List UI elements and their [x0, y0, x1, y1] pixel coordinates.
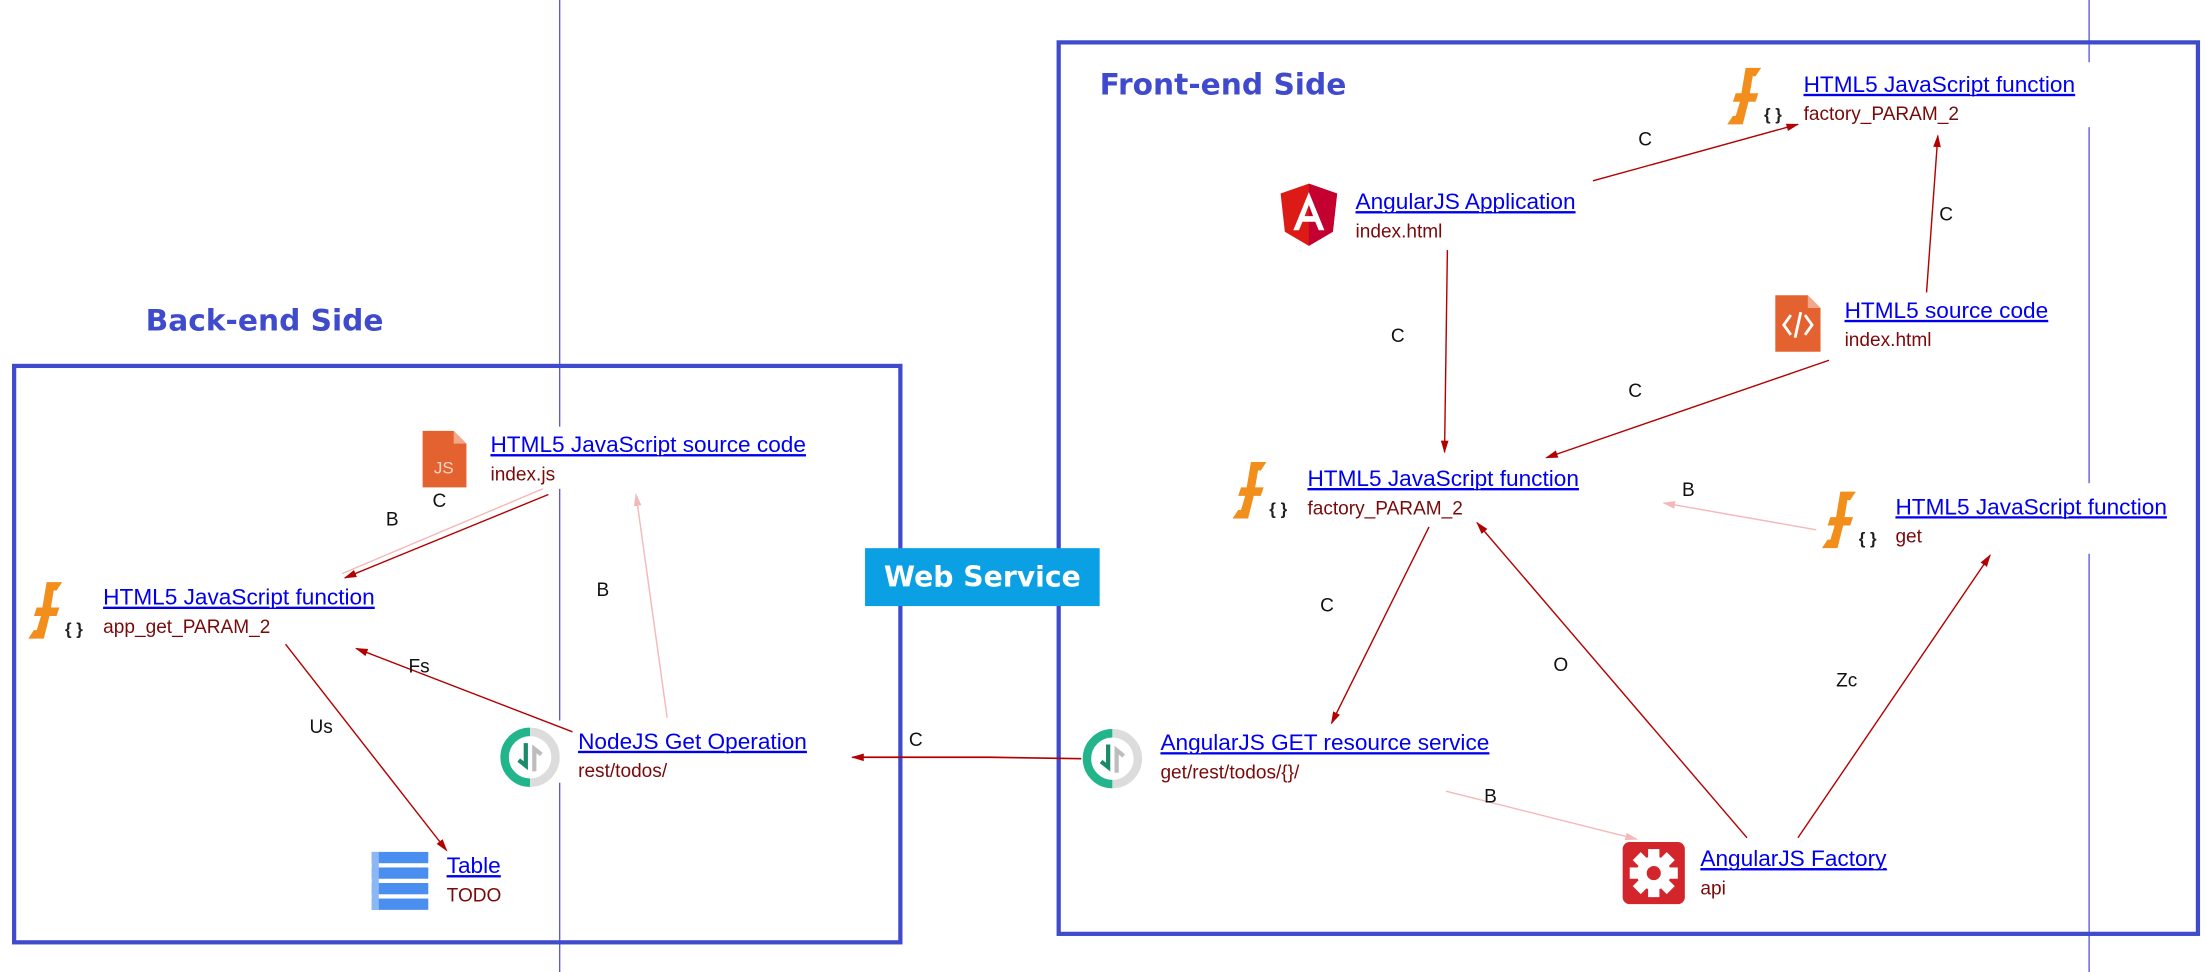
node-be-table[interactable]: Table TODO [371, 851, 502, 910]
table-icon [371, 851, 429, 910]
edge-factory-to-function-mid[interactable] [1476, 521, 1748, 839]
node-be-function[interactable]: { } HTML5 JavaScript function app_get_PA… [28, 582, 375, 639]
node-sublabel: index.js [490, 464, 555, 485]
mask [1724, 62, 2095, 128]
edge-nodejs-to-source[interactable] [633, 493, 668, 718]
edge-label: B [1682, 480, 1695, 501]
node-be-nodejs-get[interactable]: NodeJS Get Operation rest/todos/ [500, 727, 807, 787]
svg-text:{ }: { } [1859, 529, 1877, 548]
link-underlines [103, 94, 2167, 878]
edge-getresource-to-nodejs[interactable] [851, 753, 1082, 762]
js-function-icon: { } [1232, 461, 1288, 519]
edge-factory-to-function-get[interactable] [1797, 554, 1991, 839]
edge-label: C [909, 730, 923, 751]
edge-label: O [1553, 655, 1568, 676]
edge-function-mid-to-getresource[interactable] [1330, 526, 1430, 725]
node-label[interactable]: NodeJS Get Operation [578, 729, 807, 754]
node-sublabel: app_get_PARAM_2 [103, 617, 270, 638]
edge-label: Fs [408, 656, 429, 677]
svg-text:JS: JS [434, 458, 454, 477]
frontend-group-title: Front-end Side [1100, 67, 1347, 102]
node-sublabel: factory_PARAM_2 [1307, 498, 1462, 519]
node-sublabel: api [1700, 878, 1725, 899]
node-label[interactable]: HTML5 JavaScript function [1804, 72, 2076, 97]
node-fe-function-top[interactable]: { } HTML5 JavaScript function factory_PA… [1727, 67, 2076, 125]
edge-htmlsource-to-function-top[interactable] [1925, 134, 1941, 293]
edge-label: B [1484, 786, 1497, 807]
node-sublabel: get [1895, 527, 1922, 548]
edge-getresource-to-factory[interactable] [1445, 790, 1639, 841]
edge-htmlsource-to-function-mid[interactable] [1545, 359, 1830, 459]
js-function-icon: { } [28, 582, 83, 639]
node-sublabel: factory_PARAM_2 [1804, 104, 1959, 125]
node-sublabel: index.html [1356, 221, 1443, 242]
node-sublabel: TODO [447, 885, 502, 906]
node-label[interactable]: AngularJS Application [1356, 189, 1576, 214]
edge-label: C [433, 491, 447, 512]
node-label[interactable]: HTML5 JavaScript function [1895, 494, 2167, 519]
edge-label: C [1391, 326, 1405, 347]
js-function-icon: { } [1727, 67, 1782, 125]
html-file-icon [1775, 295, 1821, 352]
js-function-icon: { } [1821, 491, 1877, 549]
js-file-icon: JS [422, 430, 467, 488]
gear-icon [1622, 842, 1685, 905]
frontend-group-box [1056, 40, 2201, 936]
edge-be-source-to-function[interactable] [343, 493, 549, 579]
node-label[interactable]: HTML5 source code [1845, 298, 2049, 323]
edge-function-to-table[interactable] [284, 643, 448, 852]
node-be-source[interactable]: JS HTML5 JavaScript source code index.js [422, 430, 806, 488]
edge-label: B [596, 580, 609, 601]
node-label[interactable]: AngularJS Factory [1700, 846, 1887, 871]
edge-be-source-to-function-weak[interactable] [341, 488, 544, 575]
node-fe-function-get[interactable]: { } HTML5 JavaScript function get [1821, 491, 2167, 549]
node-fe-get-resource[interactable]: AngularJS GET resource service get/rest/… [1082, 729, 1489, 789]
edge-label: B [386, 510, 399, 531]
edge-label: Us [310, 717, 333, 738]
edge-app-to-function-top[interactable] [1592, 123, 1800, 182]
operation-icon [1082, 729, 1143, 789]
web-service-label: Web Service [884, 560, 1081, 593]
edge-label: C [1638, 130, 1652, 151]
node-label[interactable]: HTML5 JavaScript source code [490, 432, 805, 457]
operation-icon [500, 727, 560, 787]
edges: C B B Fs Us C C C C C B C O Zc B [284, 123, 1991, 852]
mask [418, 426, 832, 489]
edge-nodejs-to-function[interactable] [355, 647, 573, 733]
node-label[interactable]: Table [447, 853, 501, 878]
edge-app-to-function-mid[interactable] [1440, 250, 1449, 454]
node-fe-html-source[interactable]: HTML5 source code index.html [1775, 295, 2048, 352]
node-fe-function-mid[interactable]: { } HTML5 JavaScript function factory_PA… [1232, 461, 1579, 519]
node-fe-factory[interactable]: AngularJS Factory api [1622, 842, 1887, 905]
svg-text:{ }: { } [1269, 499, 1287, 518]
node-fe-angular-app[interactable]: AngularJS Application index.html [1280, 183, 1576, 246]
node-label[interactable]: HTML5 JavaScript function [1307, 466, 1579, 491]
node-sublabel: get/rest/todos/{}/ [1160, 762, 1300, 783]
edge-label: C [1628, 381, 1642, 402]
node-sublabel: index.html [1845, 330, 1932, 351]
svg-text:{ }: { } [65, 619, 83, 638]
web-service-badge[interactable]: Web Service [865, 548, 1100, 607]
edge-label: C [1320, 596, 1334, 617]
svg-text:{ }: { } [1764, 105, 1782, 124]
edge-label: Zc [1836, 671, 1858, 692]
backend-group-title: Back-end Side [146, 303, 384, 338]
edge-functionget-to-function-mid[interactable] [1662, 501, 1817, 531]
node-sublabel: rest/todos/ [578, 761, 668, 782]
edge-label: C [1939, 204, 1953, 225]
backend-group-box [12, 363, 903, 945]
node-label[interactable]: AngularJS GET resource service [1160, 730, 1489, 755]
node-label[interactable]: HTML5 JavaScript function [103, 585, 375, 610]
angular-icon [1280, 183, 1338, 246]
